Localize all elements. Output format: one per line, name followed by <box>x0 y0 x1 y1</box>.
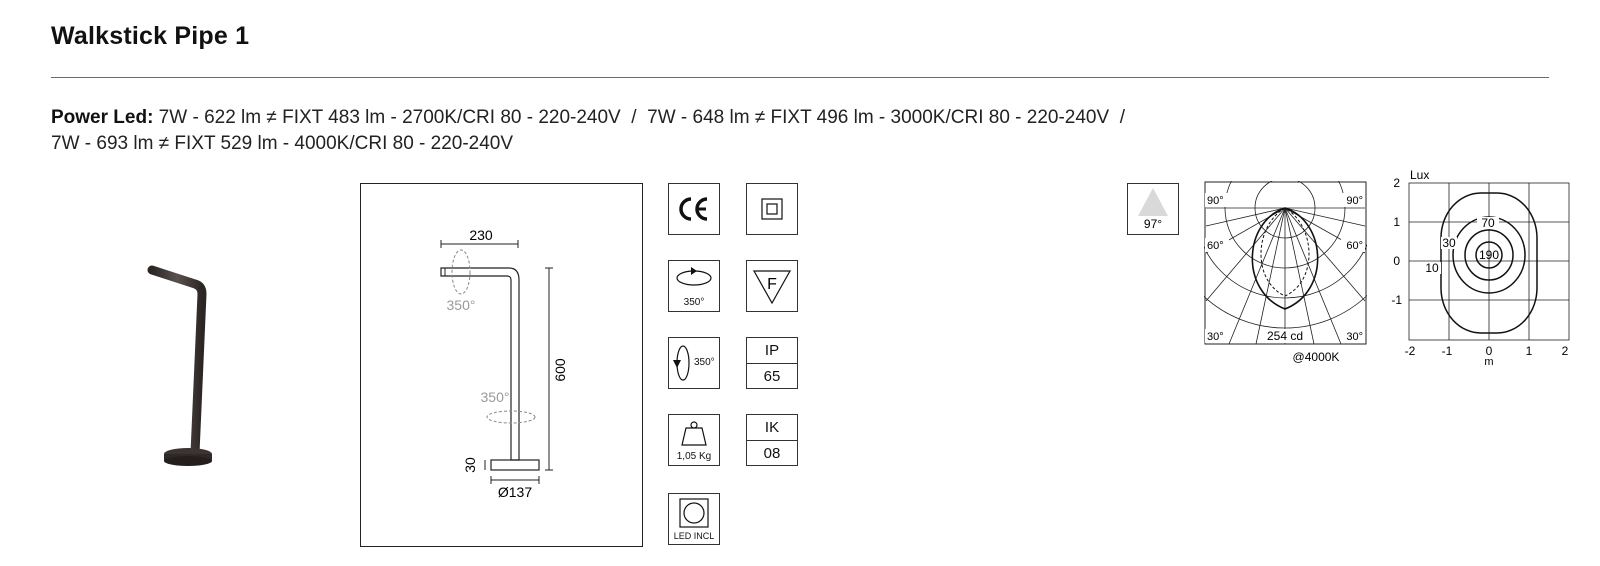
polar-label-bl: 30° <box>1207 331 1224 343</box>
x-tick: -1 <box>1442 344 1453 358</box>
ip-divider <box>747 363 797 364</box>
product-title: Walkstick Pipe 1 <box>51 22 250 50</box>
ik-rating: IK 08 <box>746 414 798 466</box>
horizontal-rotation-label: 350° <box>683 297 705 308</box>
x-tick: 1 <box>1526 344 1533 358</box>
width-dimension: 230 <box>469 227 493 243</box>
ik-label: IK <box>764 419 780 436</box>
led-included-label: LED INCL <box>673 531 715 541</box>
x-unit: m <box>1484 356 1493 368</box>
x-tick: -2 <box>1405 344 1416 358</box>
weight-label: 1,05 Kg <box>676 451 712 462</box>
y-tick: 0 <box>1393 254 1400 268</box>
specs-label: Power Led: <box>51 107 154 128</box>
horizontal-rotation-icon: 350° <box>668 260 720 312</box>
f-mark-label: F <box>767 276 777 293</box>
lux-title: Lux <box>1410 168 1429 182</box>
ce-mark-icon <box>668 183 720 235</box>
base-diameter-dimension: Ø137 <box>498 484 532 500</box>
height-dimension: 600 <box>552 358 568 382</box>
polar-diagram: 90° 90° 60° 60° 30° 30° 254 cd @4000K <box>1204 181 1367 364</box>
ip-value: 65 <box>763 368 781 385</box>
ik-divider <box>747 440 797 441</box>
beam-angle-label: 97° <box>1144 217 1162 231</box>
x-tick: 0 <box>1486 344 1493 358</box>
isolux-diagram: Lux 70 190 30 10 2 1 0 -1 -2 -1 0 1 2 m <box>1391 168 1570 368</box>
dimension-drawing: 230 350° 350° 600 30 Ø137 <box>360 183 643 547</box>
led-included-icon: LED INCL <box>668 493 720 545</box>
y-tick: 2 <box>1393 176 1400 190</box>
product-photo <box>147 265 212 466</box>
weight-icon: 1,05 Kg <box>668 414 720 466</box>
class-ii-icon <box>746 183 798 235</box>
f-mark-icon: F <box>746 260 798 312</box>
contour-label-30: 30 <box>1442 236 1456 250</box>
ip-label: IP <box>764 342 780 359</box>
x-tick: 2 <box>1562 344 1569 358</box>
polar-label-tl: 90° <box>1207 195 1224 207</box>
power-led-specs: Power Led: 7W - 622 lm ≠ FIXT 483 lm - 2… <box>51 105 1451 157</box>
beam-angle-icon: 97° <box>1127 183 1179 235</box>
specs-line-1: 7W - 622 lm ≠ FIXT 483 lm - 2700K/CRI 80… <box>153 107 1126 128</box>
polar-label-br: 30° <box>1346 331 1363 343</box>
dimension-drawing-svg: 230 350° 350° 600 30 Ø137 <box>440 227 568 500</box>
rotation-top-label: 350° <box>447 297 476 313</box>
y-tick: 1 <box>1393 215 1400 229</box>
vertical-rotation-label: 350° <box>694 357 715 368</box>
polar-label-tr: 90° <box>1346 195 1363 207</box>
vertical-rotation-icon: 350° <box>668 337 720 389</box>
polar-center-value: 254 cd <box>1267 329 1303 343</box>
y-tick: -1 <box>1391 293 1402 307</box>
contour-label-70: 70 <box>1481 216 1495 230</box>
contour-label-10: 10 <box>1425 261 1439 275</box>
contour-label-190: 190 <box>1479 248 1499 262</box>
specs-line-2: 7W - 693 lm ≠ FIXT 529 lm - 4000K/CRI 80… <box>51 133 514 154</box>
polar-label-ml: 60° <box>1207 240 1224 252</box>
ip-rating: IP 65 <box>746 337 798 389</box>
polar-caption: @4000K <box>1293 350 1340 364</box>
rotation-bottom-label: 350° <box>481 389 510 405</box>
base-height-dimension: 30 <box>462 457 478 473</box>
ik-value: 08 <box>763 445 781 462</box>
polar-label-mr: 60° <box>1346 240 1363 252</box>
title-divider <box>51 77 1549 78</box>
